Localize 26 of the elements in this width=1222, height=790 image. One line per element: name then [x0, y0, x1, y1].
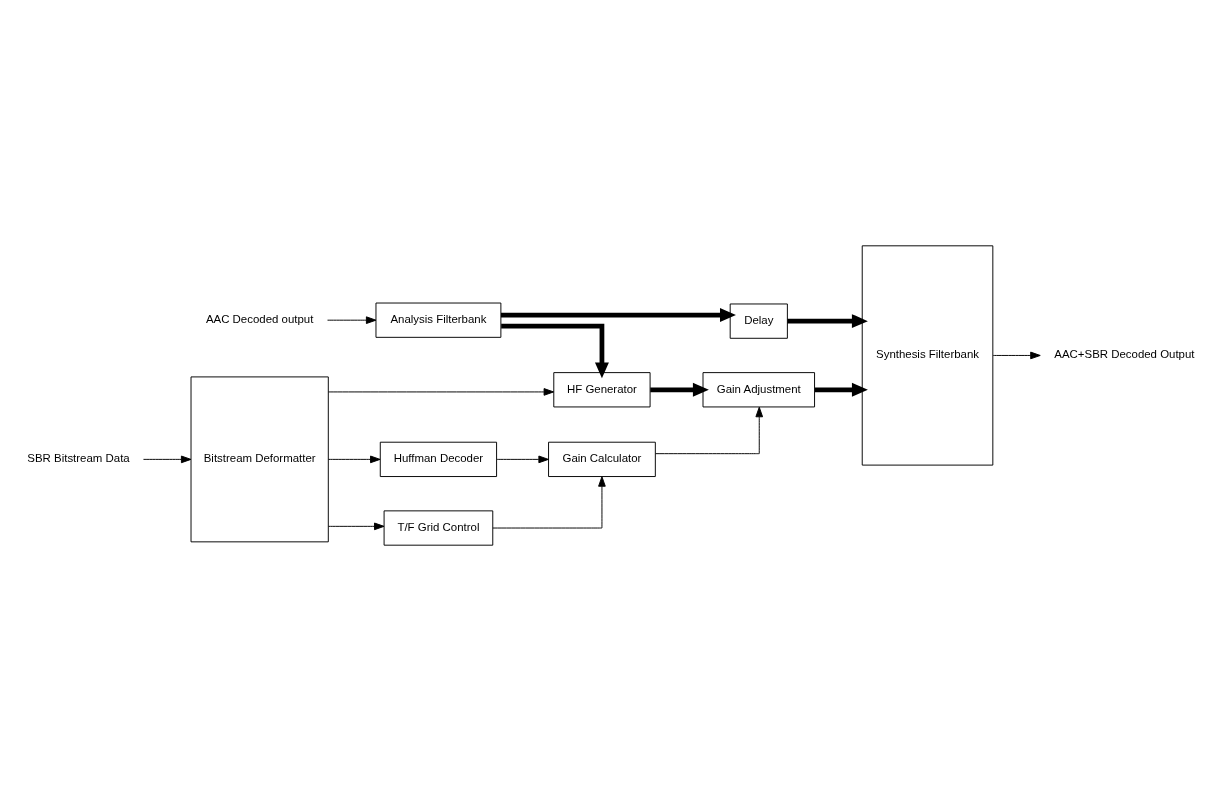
arrow: [496, 455, 549, 463]
node-text: AAC+SBR Decoded Output: [1054, 347, 1195, 360]
arrow: [501, 323, 609, 378]
node-box: HF Generator: [553, 371, 651, 407]
arrow: [500, 307, 736, 322]
node-box: Huffman Decoder: [379, 441, 498, 477]
arrow: [327, 315, 377, 324]
node-box: Gain Calculator: [548, 441, 656, 477]
arrow: [787, 313, 868, 328]
node-box: Synthesis Filterbank: [861, 244, 994, 466]
node-box: Delay: [729, 303, 788, 339]
arrow: [328, 455, 381, 463]
arrow: [655, 406, 764, 454]
arrow: [142, 455, 192, 463]
arrow: [328, 387, 555, 396]
node-box: Gain Adjustment: [702, 371, 816, 407]
node-box: Analysis Filterbank: [375, 302, 502, 338]
arrow: [814, 382, 868, 397]
node-text: SBR Bitstream Data: [27, 451, 130, 464]
arrow: [492, 475, 606, 528]
arrow: [650, 382, 709, 397]
node-box: Bitstream Deformatter: [190, 375, 329, 542]
node-text: AAC Decoded output: [205, 312, 314, 325]
node-box: T/F Grid Control: [383, 509, 494, 546]
arrow: [328, 522, 385, 530]
arrow: [992, 351, 1041, 359]
